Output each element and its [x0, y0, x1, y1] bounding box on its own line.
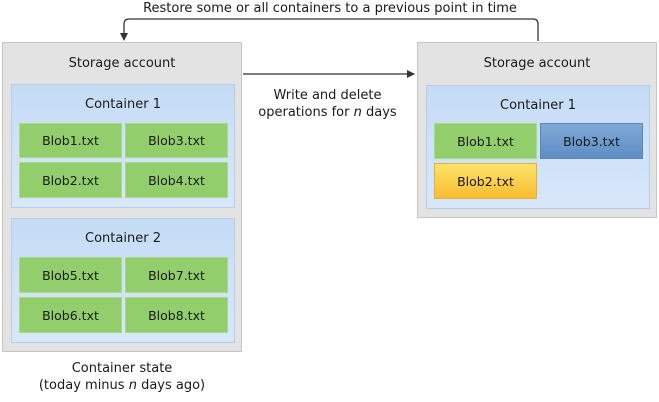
blob-2: Blob2.txt — [19, 162, 122, 198]
caption-line2: (today minus n days ago) — [38, 378, 206, 393]
restored-blob-1: Blob1.txt — [434, 123, 537, 159]
blob-5: Blob5.txt — [19, 257, 122, 293]
right-container-1: Container 1 Blob1.txt Blob3.txt Blob2.tx… — [426, 85, 650, 209]
left-container-2-title: Container 2 — [85, 231, 161, 246]
right-storage-account: Storage account Container 1 Blob1.txt Bl… — [417, 42, 657, 218]
left-container-1: Container 1 Blob1.txt Blob3.txt Blob2.tx… — [11, 84, 235, 208]
write-delete-line1: Write and delete — [273, 88, 382, 103]
left-storage-account: Storage account Container 1 Blob1.txt Bl… — [2, 42, 242, 352]
restored-blob-2: Blob2.txt — [434, 163, 537, 199]
blob-1: Blob1.txt — [19, 123, 122, 158]
left-container-2: Container 2 Blob5.txt Blob7.txt Blob6.tx… — [11, 218, 235, 343]
restore-label: Restore some or all containers to a prev… — [143, 1, 517, 16]
write-delete-line2: operations for n days — [258, 105, 397, 120]
restore-arrow — [120, 18, 539, 41]
right-container-1-title: Container 1 — [500, 98, 576, 113]
modified-blob-3: Blob3.txt — [540, 123, 643, 159]
left-container-1-title: Container 1 — [85, 97, 161, 112]
right-storage-title: Storage account — [483, 56, 591, 71]
blob-8: Blob8.txt — [125, 297, 228, 333]
container-state-caption: Container state (today minus n days ago) — [12, 360, 232, 394]
blob-3: Blob3.txt — [125, 123, 228, 158]
blob-4: Blob4.txt — [125, 162, 228, 198]
write-delete-label: Write and delete operations for n days — [245, 87, 410, 121]
left-storage-title: Storage account — [68, 56, 176, 71]
blob-7: Blob7.txt — [125, 257, 228, 293]
blob-6: Blob6.txt — [19, 297, 122, 333]
caption-line1: Container state — [71, 361, 173, 376]
